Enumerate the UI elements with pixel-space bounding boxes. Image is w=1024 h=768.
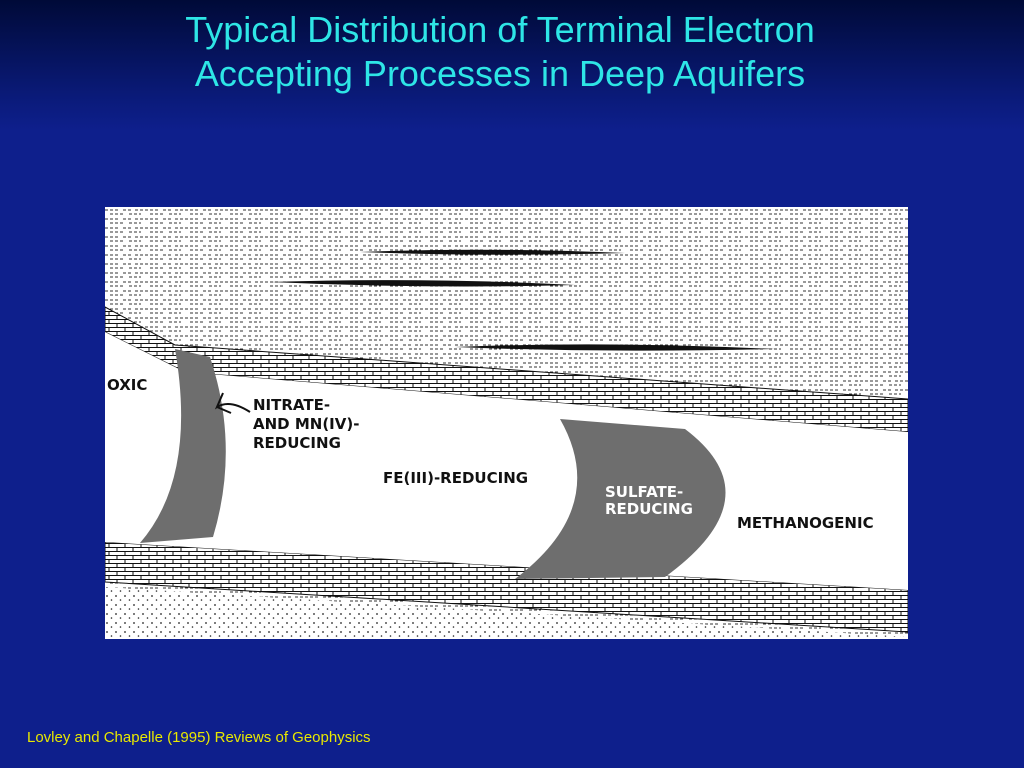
title-line-2: Accepting Processes in Deep Aquifers [194,53,806,94]
label-oxic: OXIC [107,376,147,394]
label-sulfate-2: REDUCING [605,500,693,518]
label-fe: FE(III)-REDUCING [383,469,528,487]
label-nitrate-3: REDUCING [253,434,341,452]
slide-title: Typical Distribution of Terminal Electro… [0,8,1000,96]
label-sulfate-1: SULFATE- [605,483,683,501]
clay-lens [360,249,625,255]
label-nitrate-1: NITRATE- [253,396,330,414]
arrow-icon [214,392,251,414]
nitrate-zone-band [140,349,226,543]
title-line-1: Typical Distribution of Terminal Electro… [185,9,815,50]
clay-lens [270,280,575,287]
clay-lens [455,344,775,351]
label-nitrate-2: AND MN(IV)- [253,415,359,433]
label-methanogenic: METHANOGENIC [737,514,874,532]
aquifer-diagram-svg: OXIC NITRATE- AND MN(IV)- REDUCING FE(II… [105,207,908,639]
sulfate-zone-band [515,419,726,579]
aquifer-diagram: OXIC NITRATE- AND MN(IV)- REDUCING FE(II… [105,207,908,639]
citation: Lovley and Chapelle (1995) Reviews of Ge… [27,729,371,746]
upper-confining-bed [105,306,908,433]
